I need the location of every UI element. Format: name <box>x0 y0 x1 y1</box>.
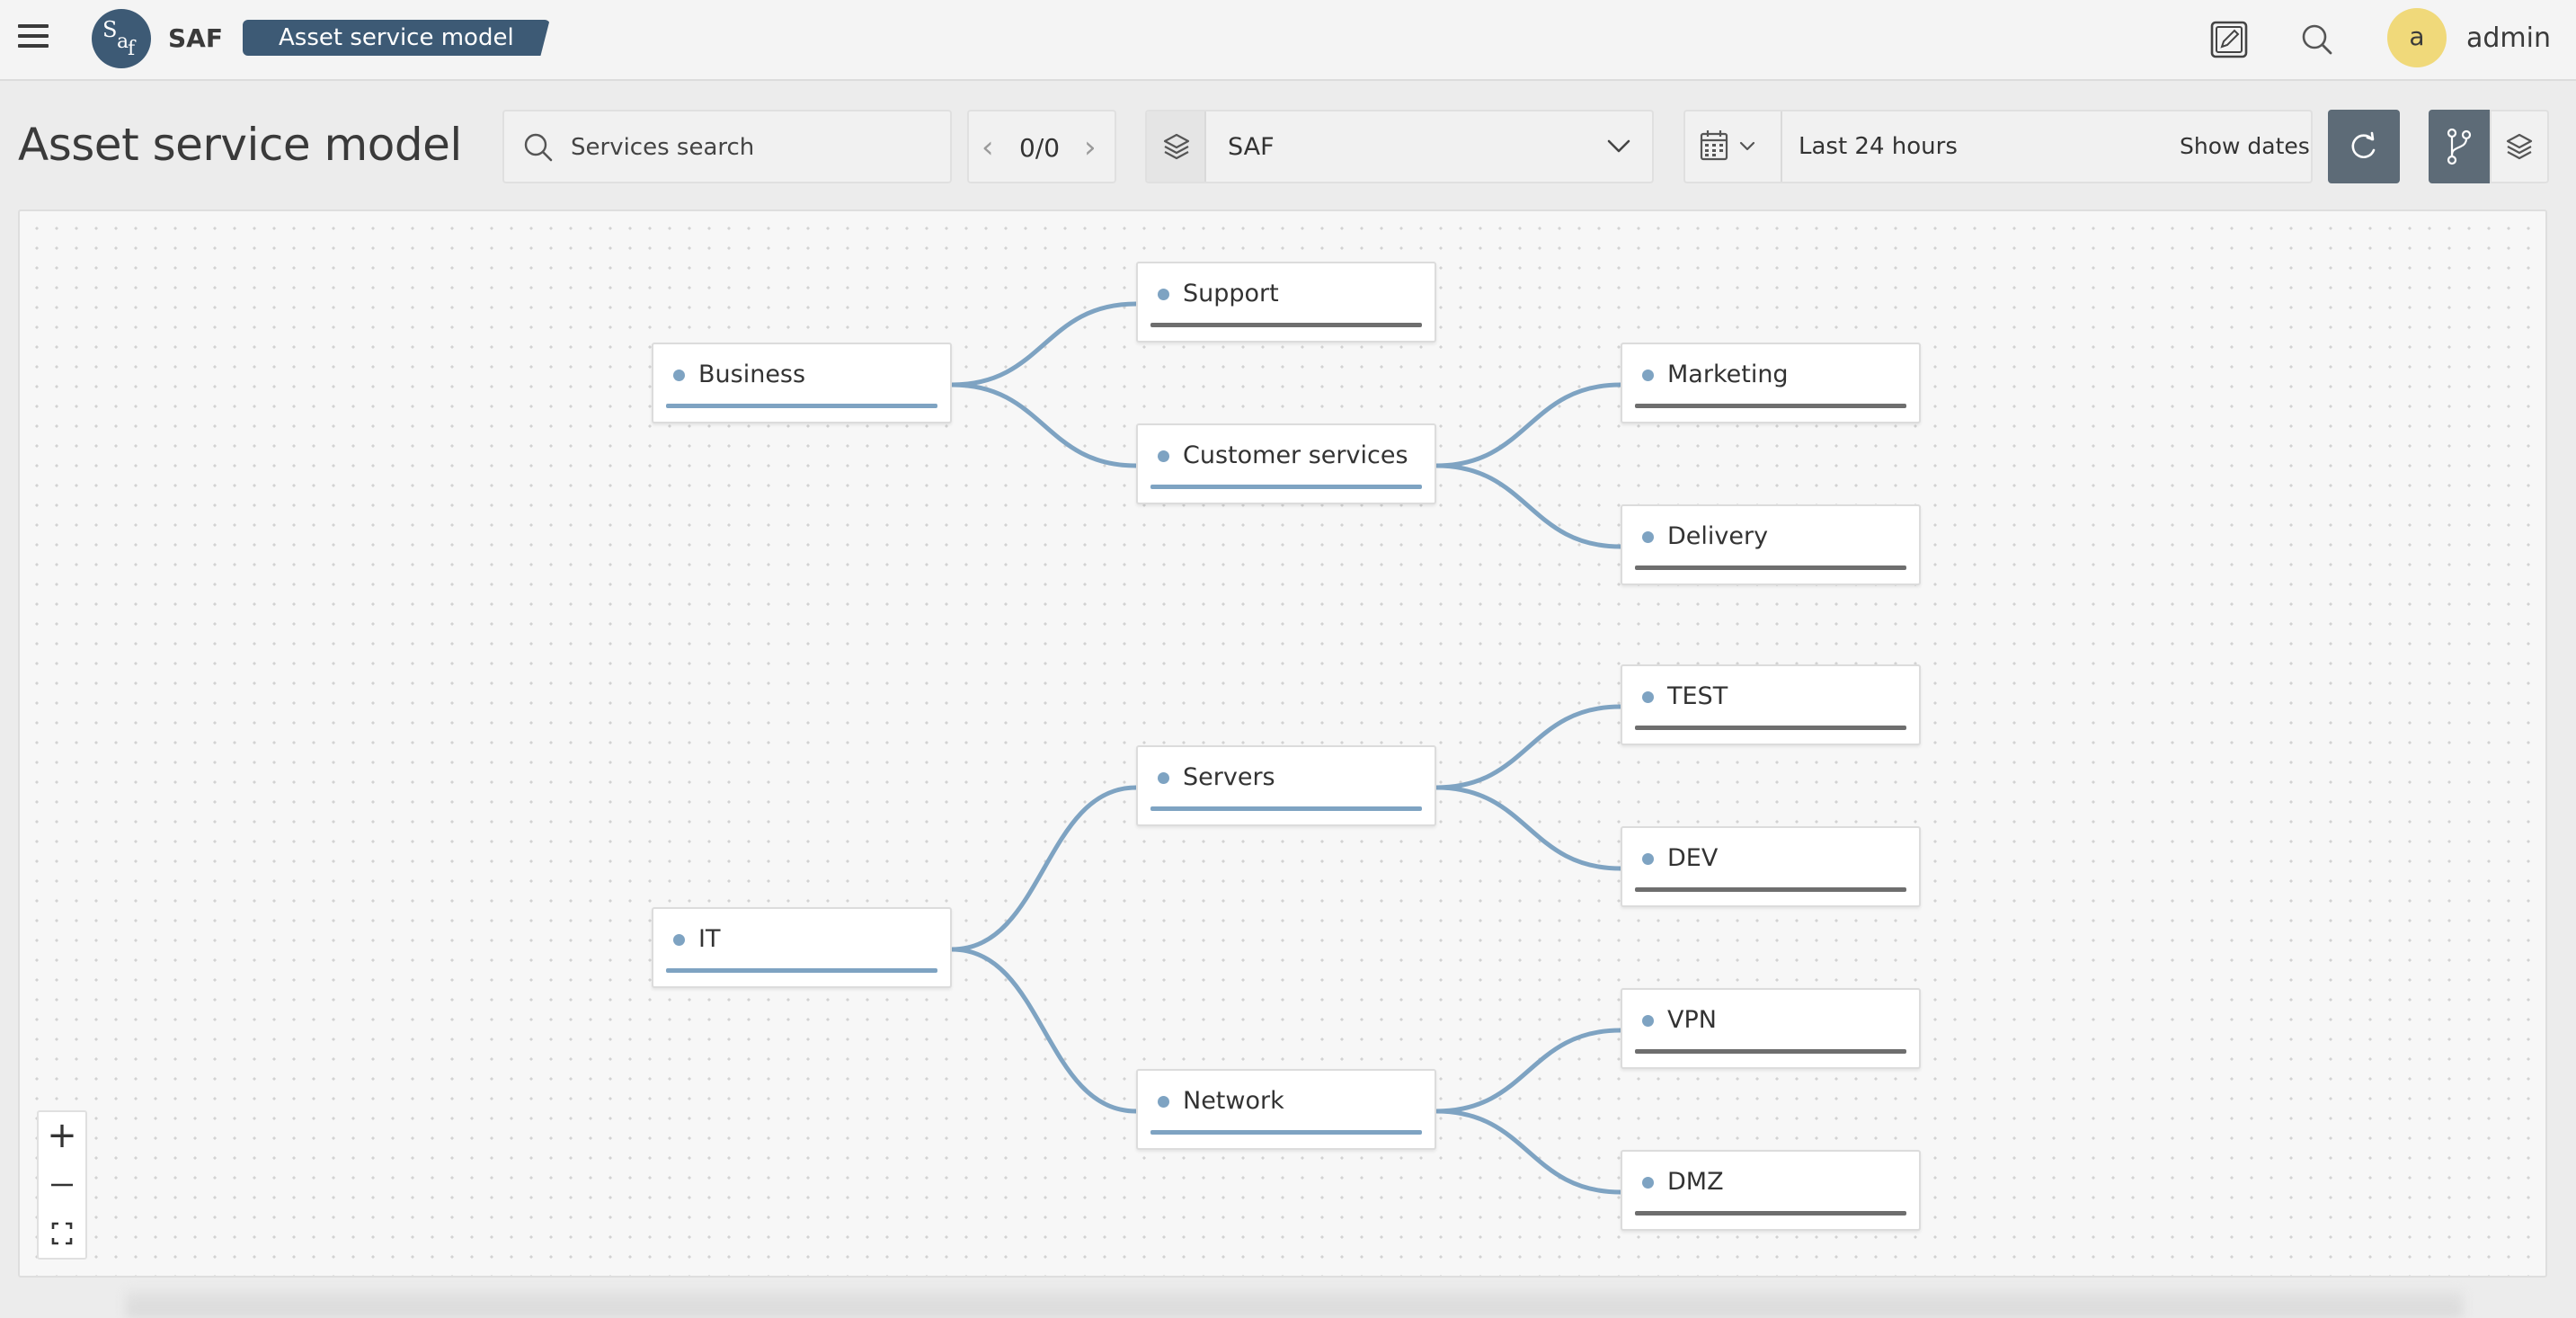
status-bar <box>1150 323 1422 327</box>
status-dot <box>1158 450 1169 462</box>
user-name[interactable]: admin <box>2466 22 2551 54</box>
status-dot <box>673 934 685 946</box>
service-node-network[interactable]: Network <box>1136 1069 1436 1150</box>
service-node-dmz[interactable]: DMZ <box>1621 1150 1921 1231</box>
service-node-marketing[interactable]: Marketing <box>1621 343 1921 423</box>
service-node-label: Network <box>1183 1087 1284 1115</box>
breadcrumb[interactable]: Asset service model <box>243 20 550 56</box>
status-dot <box>1158 289 1169 300</box>
calendar-dropdown[interactable] <box>1685 111 1782 182</box>
time-range-value[interactable]: Last 24 hours <box>1799 133 1958 160</box>
status-bar <box>1150 485 1422 489</box>
branch-icon <box>2447 128 2472 165</box>
hamburger-icon[interactable] <box>18 24 49 51</box>
status-dot <box>1642 1015 1654 1027</box>
service-node-label: Marketing <box>1667 361 1789 388</box>
saf-logo[interactable]: S a f <box>92 9 151 68</box>
status-dot <box>1642 1177 1654 1189</box>
status-bar <box>666 968 937 973</box>
zoom-controls: + <box>37 1110 87 1260</box>
edge-network-dmz <box>1435 1109 1621 1195</box>
bottom-shadow <box>126 1291 2463 1318</box>
service-node-label: Delivery <box>1667 522 1769 550</box>
edge-servers-test <box>1435 704 1621 790</box>
top-bar: S a f SAF Asset service model a admin <box>0 0 2576 81</box>
service-node-test[interactable]: TEST <box>1621 664 1921 745</box>
status-dot <box>1642 853 1654 865</box>
status-bar <box>1635 726 1906 730</box>
search-input[interactable] <box>571 129 930 165</box>
service-node-delivery[interactable]: Delivery <box>1621 504 1921 585</box>
status-dot <box>1158 772 1169 784</box>
status-bar <box>1150 806 1422 811</box>
status-dot <box>673 370 685 381</box>
layers-view-button[interactable] <box>2490 110 2549 183</box>
service-node-label: Support <box>1183 280 1279 307</box>
status-bar <box>1635 404 1906 408</box>
refresh-icon <box>2351 131 2376 158</box>
service-node-label: VPN <box>1667 1006 1717 1034</box>
search-icon[interactable] <box>2297 20 2337 59</box>
status-bar <box>1635 1211 1906 1216</box>
layer-select[interactable]: SAF <box>1145 110 1654 183</box>
status-dot <box>1642 691 1654 703</box>
edge-network-vpn <box>1435 1028 1621 1114</box>
service-node-label: Business <box>698 361 806 388</box>
zoom-out-button[interactable] <box>39 1161 85 1209</box>
edge-business-support <box>951 301 1137 387</box>
calendar-icon <box>1700 130 1755 161</box>
edge-customer-marketing <box>1435 382 1621 468</box>
chevron-down-icon <box>1605 135 1632 160</box>
status-dot <box>1642 370 1654 381</box>
status-dot <box>1158 1096 1169 1108</box>
minus-icon <box>51 1183 73 1187</box>
zoom-in-button[interactable]: + <box>47 1115 77 1156</box>
service-node-business[interactable]: Business <box>652 343 952 423</box>
service-node-servers[interactable]: Servers <box>1136 745 1436 826</box>
service-node-it[interactable]: IT <box>652 907 952 988</box>
service-node-vpn[interactable]: VPN <box>1621 988 1921 1069</box>
edit-icon[interactable] <box>2209 20 2249 59</box>
edge-customer-delivery <box>1435 463 1621 549</box>
service-node-label: Servers <box>1183 763 1275 791</box>
status-bar <box>1635 1049 1906 1054</box>
fit-to-screen-button[interactable] <box>39 1209 85 1258</box>
layers-icon <box>2506 133 2533 160</box>
status-bar <box>1635 887 1906 892</box>
status-bar <box>1635 565 1906 570</box>
avatar[interactable]: a <box>2387 8 2447 67</box>
service-node-label: DEV <box>1667 844 1719 872</box>
service-node-customer[interactable]: Customer services <box>1136 423 1436 504</box>
service-node-support[interactable]: Support <box>1136 262 1436 343</box>
show-dates-button[interactable]: Show dates <box>2180 133 2310 159</box>
chevron-left-icon[interactable]: ‹ <box>982 129 994 165</box>
layer-value: SAF <box>1228 133 1275 161</box>
app-name[interactable]: SAF <box>168 23 223 53</box>
edge-servers-dev <box>1435 785 1621 871</box>
fullscreen-icon <box>51 1222 73 1245</box>
chevron-right-icon[interactable]: › <box>1084 129 1097 165</box>
service-node-dev[interactable]: DEV <box>1621 826 1921 907</box>
status-bar <box>1150 1130 1422 1135</box>
edge-it-network <box>951 947 1137 1114</box>
search-pager: ‹ 0/0 › <box>967 110 1116 183</box>
layers-icon <box>1147 111 1206 182</box>
services-search[interactable] <box>502 110 952 183</box>
status-bar <box>666 404 937 408</box>
status-dot <box>1642 531 1654 543</box>
service-node-label: TEST <box>1667 682 1728 710</box>
time-range-picker: Last 24 hours Show dates <box>1683 110 2313 183</box>
pager-count: 0/0 <box>1019 133 1061 163</box>
edge-business-customer <box>951 382 1137 468</box>
service-node-label: Customer services <box>1183 441 1408 469</box>
refresh-button[interactable] <box>2328 110 2400 183</box>
search-icon <box>522 131 555 167</box>
service-node-label: DMZ <box>1667 1168 1724 1196</box>
page-title: Asset service model <box>18 119 462 171</box>
tree-view-button[interactable] <box>2429 110 2490 183</box>
service-node-label: IT <box>698 925 721 953</box>
edge-it-servers <box>951 785 1137 952</box>
graph-edges <box>951 301 1621 1195</box>
